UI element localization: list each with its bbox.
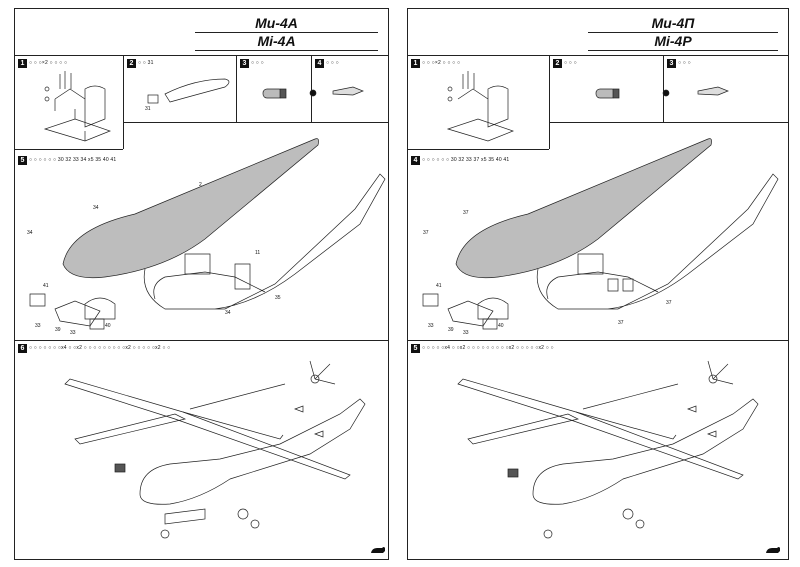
step-parts: ○ ○ ○ ○ ○ ○ 30 32 33 37 x5 35 40 41 bbox=[422, 157, 510, 163]
left-assembly-drawings: 34 34 34 35 41 33 39 33 40 31 11 2 bbox=[27, 71, 386, 539]
step-parts: ○ ○ ○ ○ ○ ○ ○x4 ○ ○x2 ○ ○ ○ ○ ○ ○ ○ ○ ○x… bbox=[29, 345, 171, 351]
left-title-ru: Ми-4А bbox=[255, 15, 298, 31]
svg-text:2: 2 bbox=[199, 182, 202, 188]
frame-line bbox=[408, 340, 788, 341]
svg-text:37: 37 bbox=[423, 230, 429, 236]
frame-line bbox=[549, 55, 550, 149]
frame-line bbox=[236, 55, 237, 122]
frame-line bbox=[15, 340, 388, 341]
frame-line bbox=[123, 122, 388, 123]
step-number: 5 bbox=[411, 344, 420, 353]
title-rule bbox=[195, 32, 378, 33]
frame-line bbox=[663, 55, 664, 122]
right-assembly-drawings: 37 37 37 37 41 33 39 33 40 bbox=[422, 71, 779, 539]
step-number: 4 bbox=[315, 59, 324, 68]
left-instruction-sheet: Ми-4А Mi-4A 1 ○ ○ ○×2 ○ ○ ○ ○ 2 ○ ○ 31 3… bbox=[14, 8, 389, 560]
step-parts: ○ ○ ○ bbox=[251, 60, 264, 66]
step-number: 1 bbox=[18, 59, 27, 68]
title-rule bbox=[588, 32, 778, 33]
title-rule bbox=[588, 50, 778, 51]
step-number: 3 bbox=[667, 59, 676, 68]
rhino-logo-icon bbox=[371, 547, 385, 553]
svg-text:41: 41 bbox=[436, 283, 442, 289]
step-parts: ○ ○ 31 bbox=[138, 60, 154, 66]
left-title-lat: Mi-4A bbox=[257, 33, 296, 49]
svg-text:33: 33 bbox=[70, 330, 76, 336]
right-instruction-sheet: Ми-4П Mi-4P 1 ○ ○ ○×2 ○ ○ ○ ○ 2 ○ ○ ○ 3 … bbox=[407, 8, 789, 560]
svg-text:37: 37 bbox=[666, 300, 672, 306]
svg-text:33: 33 bbox=[463, 330, 469, 336]
svg-text:39: 39 bbox=[448, 327, 454, 333]
svg-text:34: 34 bbox=[225, 310, 231, 316]
step-number: 3 bbox=[240, 59, 249, 68]
frame-line bbox=[311, 55, 312, 122]
rhino-logo-icon bbox=[766, 547, 780, 553]
step-number: 6 bbox=[18, 344, 27, 353]
step-parts: ○ ○ ○ ○ ○x4 ○ ○x2 ○ ○ ○ ○ ○ ○ ○ ○ ○x2 ○ … bbox=[422, 345, 554, 351]
step-number: 2 bbox=[127, 59, 136, 68]
svg-text:39: 39 bbox=[55, 327, 61, 333]
svg-text:33: 33 bbox=[428, 323, 434, 329]
step-parts: ○ ○ ○ bbox=[564, 60, 577, 66]
step-number: 1 bbox=[411, 59, 420, 68]
svg-text:31: 31 bbox=[145, 106, 151, 112]
frame-line bbox=[549, 122, 788, 123]
svg-text:33: 33 bbox=[35, 323, 41, 329]
step-parts: ○ ○ ○ bbox=[678, 60, 691, 66]
step-parts: ○ ○ ○ bbox=[326, 60, 339, 66]
svg-text:37: 37 bbox=[618, 320, 624, 326]
svg-text:34: 34 bbox=[27, 230, 33, 236]
step-parts: ○ ○ ○×2 ○ ○ ○ ○ bbox=[29, 60, 68, 66]
svg-text:37: 37 bbox=[463, 210, 469, 216]
step-number: 2 bbox=[553, 59, 562, 68]
step-parts: ○ ○ ○×2 ○ ○ ○ ○ bbox=[422, 60, 461, 66]
right-title-ru: Ми-4П bbox=[651, 15, 695, 31]
frame-line bbox=[408, 149, 549, 150]
svg-text:40: 40 bbox=[105, 323, 111, 329]
svg-text:11: 11 bbox=[255, 250, 260, 256]
step-parts: ○ ○ ○ ○ ○ ○ 30 32 33 34 x5 35 40 41 bbox=[29, 157, 117, 163]
svg-text:34: 34 bbox=[93, 205, 99, 211]
frame-line bbox=[15, 149, 123, 150]
step-number: 4 bbox=[411, 156, 420, 165]
title-rule bbox=[195, 50, 378, 51]
frame-line bbox=[15, 55, 388, 56]
frame-line bbox=[123, 55, 124, 149]
svg-text:41: 41 bbox=[43, 283, 49, 289]
svg-text:40: 40 bbox=[498, 323, 504, 329]
frame-line bbox=[408, 55, 788, 56]
svg-text:35: 35 bbox=[275, 295, 281, 301]
step-number: 5 bbox=[18, 156, 27, 165]
right-title-lat: Mi-4P bbox=[654, 33, 692, 49]
